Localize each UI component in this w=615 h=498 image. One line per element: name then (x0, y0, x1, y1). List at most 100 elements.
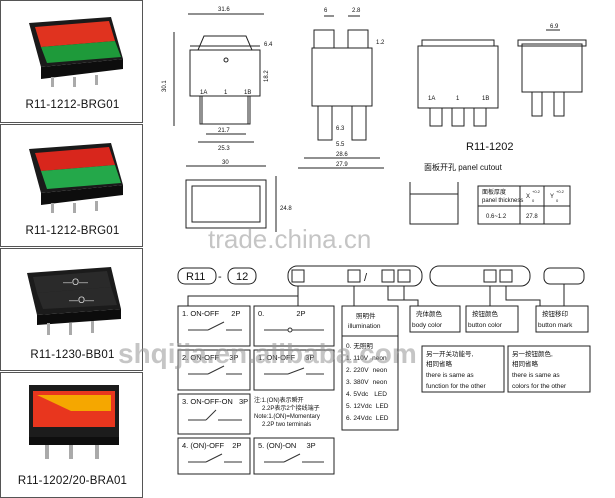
code-box-mark (543, 267, 585, 285)
thickness-table (477, 185, 571, 225)
fn-3-label: 3. ON-OFF-ON 3P (182, 397, 248, 406)
dim-6-4: 6.4 (264, 42, 273, 48)
svg-text:—O—: —O— (69, 295, 94, 305)
svg-text:there is same as: there is same as (426, 372, 474, 379)
front-view-rocker (197, 35, 253, 51)
svg-text:/: / (364, 272, 368, 284)
product-panel-3: —O— —O— R11-1230-BB01 (0, 248, 143, 371)
rocker-red (35, 21, 115, 47)
dim-6-3: 6.3 (336, 126, 345, 132)
code-prefix: R11 (186, 271, 205, 283)
svg-text:相同省略: 相同省略 (426, 359, 453, 368)
fn-4-label: 4. (ON)-OFF 2P (182, 441, 241, 450)
fn-5-label: 5. (ON)-ON 3P (258, 441, 316, 450)
svg-text:面板厚度: 面板厚度 (482, 188, 506, 196)
svg-text:colors for the other: colors for the other (512, 383, 567, 390)
code-box-body1 (381, 269, 395, 283)
svg-text:Y: Y (550, 194, 554, 200)
dim-30: 30 (222, 160, 229, 166)
svg-text:body color: body color (412, 322, 443, 329)
dim-2-8: 2.8 (352, 8, 361, 14)
note-en-2: 2.2P two terminals (262, 422, 311, 428)
dim-24-8: 24.8 (280, 206, 292, 212)
svg-text:there is same as: there is same as (512, 372, 560, 379)
svg-text:panel thickness: panel thickness (482, 198, 523, 204)
fn-box-1 (177, 305, 251, 347)
product-label-3: R11-1230-BB01 (30, 349, 115, 361)
dim-28-6: 28.6 (336, 152, 348, 158)
dim-1-2: 1.2 (376, 40, 385, 46)
note-cn-2: 2.2P表示2个接线端子 (262, 404, 320, 412)
note-cn-1: 注:1.(ON)表示瞬开 (254, 396, 304, 404)
code-number: 12 (236, 271, 248, 283)
code-box-prefix (177, 267, 217, 285)
svg-text:button mark: button mark (538, 322, 573, 329)
fn-box-4 (177, 437, 251, 475)
product-photo-4 (29, 385, 119, 459)
product-label-1: R11-1212-BRG01 (25, 99, 120, 111)
svg-text:按钮颜色: 按钮颜色 (472, 309, 499, 318)
dim-18-2: 18.2 (264, 70, 270, 82)
dim-21-7: 21.7 (218, 128, 230, 134)
fn-1b-label: 1. ON-OFF 3P (258, 353, 314, 362)
product-panel-2: R11-1212-BRG01 (0, 124, 143, 247)
svg-text:另一开关功能号,: 另一开关功能号, (426, 349, 474, 358)
code-box-function (291, 269, 305, 283)
svg-text:-: - (218, 271, 222, 283)
fn-0-label: 0. 2P (258, 309, 306, 318)
dim-6-9: 6.9 (550, 24, 559, 30)
product-label-4: R11-1202/20-BRA01 (17, 475, 128, 487)
fn-2-label: 2. ON-OFF 3P (182, 353, 238, 362)
fn-box-2 (177, 349, 251, 391)
product-label-2: R11-1212-BRG01 (25, 225, 120, 237)
svg-text:照明件: 照明件 (356, 311, 376, 320)
svg-text:另一按钮颜色,: 另一按钮颜色, (512, 349, 553, 358)
svg-text:1B: 1B (482, 96, 489, 102)
fn-box-5 (253, 437, 335, 475)
dim-6: 6 (324, 8, 328, 14)
product-panel-1: R11-1212-BRG01 (0, 0, 143, 123)
product-photo-1 (29, 17, 123, 87)
button-color-box (465, 305, 519, 333)
button-mark-box (535, 305, 589, 333)
code-box-btn1 (483, 269, 497, 283)
panel-cutout-label: 面板开孔 panel cutout (424, 162, 503, 172)
fn-box-0 (253, 305, 335, 347)
svg-text:1B: 1B (244, 90, 251, 96)
svg-text:0.6~1.2: 0.6~1.2 (486, 214, 507, 220)
svg-text:0: 0 (556, 198, 559, 203)
code-box-body2 (397, 269, 411, 283)
code-box-illum (347, 269, 361, 283)
svg-text:27.8: 27.8 (526, 214, 538, 220)
code-box-number (227, 267, 257, 285)
rocker-green (41, 41, 121, 63)
model-label: R11-1202 (466, 141, 514, 153)
panel-cutout (409, 193, 459, 225)
product-panel-4: R11-1202/20-BRA01 (0, 372, 143, 498)
dim-31-6: 31.6 (218, 7, 230, 13)
svg-text:function for the other: function for the other (426, 383, 486, 390)
product-photo-2 (29, 143, 123, 213)
svg-text:+0.2: +0.2 (556, 189, 565, 194)
side-view-body (311, 47, 373, 107)
dim-25-3: 25.3 (218, 146, 230, 152)
code-box-btn2 (499, 269, 513, 283)
fn-box-1b (253, 349, 335, 391)
illum-box (341, 305, 399, 431)
svg-text:button color: button color (468, 322, 503, 329)
fn-1-label: 1. ON-OFF 2P (182, 309, 240, 318)
svg-text:相同省略: 相同省略 (512, 359, 539, 368)
note-en-1: Note:1.(ON)=Momentary (254, 414, 320, 420)
svg-text:按钮移印: 按钮移印 (542, 309, 568, 318)
dim-27-9: 27.9 (336, 162, 348, 168)
technical-drawing: 31.6 6.4 30.1 18.2 21.7 25.3 6 2.8 1.2 6… (162, 7, 591, 475)
svg-text:0: 0 (532, 198, 535, 203)
same-col-box (507, 345, 591, 393)
